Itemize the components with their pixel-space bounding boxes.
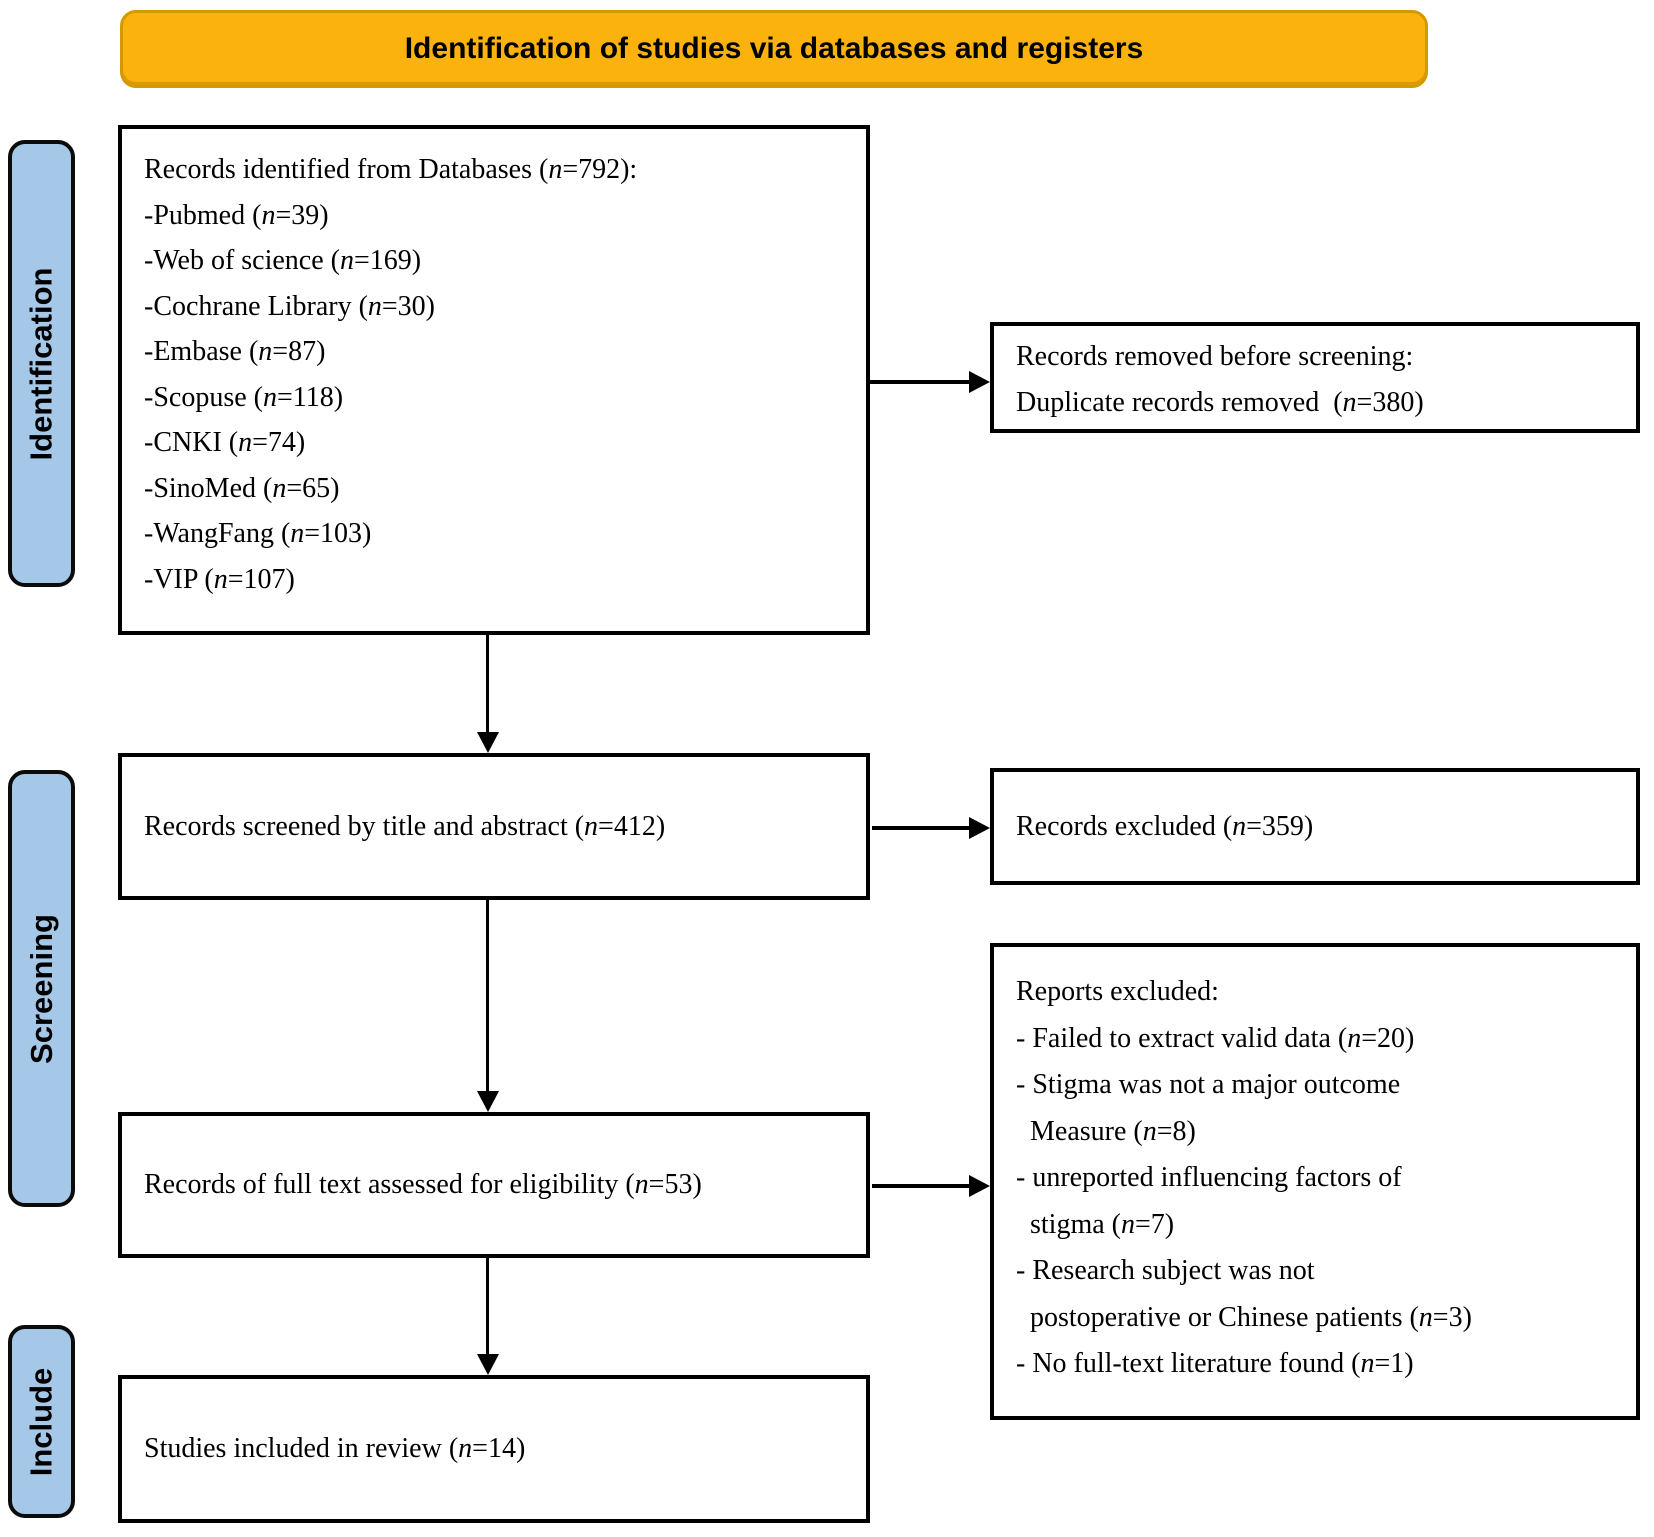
box-reports-excluded: Reports excluded: - Failed to extract val… [990,943,1640,1420]
text-line: postoperative or Chinese patients (n=3) [1016,1301,1472,1333]
text-line: -SinoMed (n=65) [144,472,340,504]
text-line: -CNKI (n=74) [144,427,306,458]
text-line: - Stigma was not a major outcome [1016,1069,1401,1100]
text-line: stigma (n=7) [1016,1208,1175,1240]
arrow-line [486,635,489,734]
arrow-head-right-icon [969,371,990,393]
arrow-line [870,380,970,384]
text-line: - Research subject was not [1016,1255,1315,1286]
text-line: -Cochrane Library (n=30) [144,290,436,322]
text-line: - No full-text literature found (n=1) [1016,1348,1414,1379]
text-line: Records identified from Databases (n=792… [144,154,638,185]
text-line: Records removed before screening: [1016,341,1414,372]
text-line: Reports excluded: [1016,976,1219,1007]
box-records-screened-text: Records screened by title and abstract (… [144,810,666,842]
text-line: -Web of science (n=169) [144,245,422,276]
box-fulltext-assessed: Records of full text assessed for eligib… [118,1112,870,1258]
stage-label-screening: Screening [8,770,75,1207]
stage-label-screening-text: Screening [23,913,59,1064]
box-records-excluded-text: Records excluded (n=359) [1016,810,1314,842]
box-records-excluded: Records excluded (n=359) [990,768,1640,885]
text-line: - Failed to extract valid data (n=20) [1016,1022,1415,1054]
stage-label-identification: Identification [8,140,75,587]
arrow-line [872,1184,970,1188]
text-line: -Scopuse (n=118) [144,381,344,413]
box-fulltext-assessed-text: Records of full text assessed for eligib… [144,1169,702,1200]
text-line: Duplicate records removed (n=380) [1016,387,1424,418]
arrow-head-down-icon [477,1354,499,1375]
box-studies-included-text: Studies included in review (n=14) [144,1433,526,1464]
text-line: - unreported influencing factors of [1016,1162,1402,1193]
box-studies-included: Studies included in review (n=14) [118,1375,870,1523]
stage-label-include-text: Include [23,1367,59,1476]
text-line: Measure (n=8) [1016,1115,1196,1147]
box-records-screened: Records screened by title and abstract (… [118,753,870,900]
text-line: -Pubmed (n=39) [144,199,329,231]
arrow-head-down-icon [477,732,499,753]
diagram-title-banner: Identification of studies via databases … [120,10,1428,88]
text-line: -VIP (n=107) [144,563,295,595]
text-line: -Embase (n=87) [144,336,326,367]
arrow-line [872,826,970,830]
box-records-identified: Records identified from Databases (n=792… [118,125,870,635]
stage-label-include: Include [8,1325,75,1518]
arrow-line [486,1258,489,1355]
diagram-title: Identification of studies via databases … [404,32,1144,65]
arrow-head-right-icon [969,817,990,839]
text-line: -WangFang (n=103) [144,518,372,549]
stage-label-identification-text: Identification [23,267,59,460]
arrow-line [486,900,489,1093]
arrow-head-down-icon [477,1091,499,1112]
arrow-head-right-icon [969,1175,990,1197]
box-records-removed: Records removed before screening: Duplica… [990,322,1640,433]
